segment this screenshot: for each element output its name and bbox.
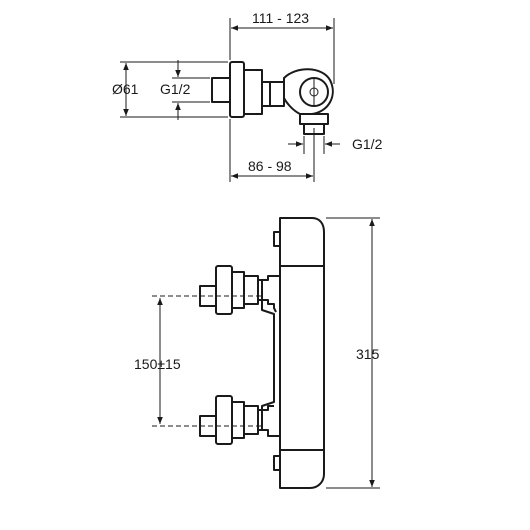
dim-thread-left: G1/2	[160, 81, 191, 97]
top-view: 111 - 123 Ø61 G1/2 G1/2 86 - 98	[112, 10, 383, 182]
upper-inlet	[199, 265, 280, 315]
dim-inlet-spacing: 150±15	[134, 356, 181, 372]
dim-thread-bottom: G1/2	[352, 136, 383, 152]
outlet-stub	[299, 113, 329, 125]
mixer-body	[279, 217, 325, 489]
lower-inlet	[199, 395, 280, 445]
connector-body	[244, 69, 285, 115]
dim-top-width: 111 - 123	[252, 10, 309, 26]
connecting-pipe	[261, 300, 275, 410]
dim-height: 315	[356, 346, 380, 362]
wall-plate	[229, 61, 245, 118]
dim-depth: 86 - 98	[248, 158, 292, 174]
connector-nut	[261, 81, 271, 107]
dim-diameter: Ø61	[112, 81, 139, 97]
mixer-head	[283, 68, 334, 115]
inlet-stub	[211, 77, 231, 103]
front-view: 150±15 315	[134, 217, 380, 489]
